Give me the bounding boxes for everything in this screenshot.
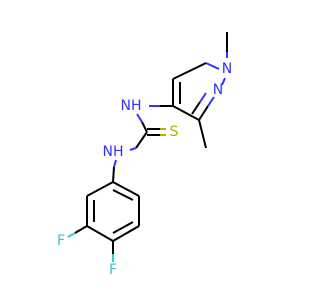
atom-label-nh-upper: NH [121,98,142,114]
bond-n2-n1 [221,77,226,86]
atom-label-f3: F [57,233,65,249]
atom-label-f4: F [109,262,117,278]
bond-nh-ph-c [112,166,115,183]
bond-c-f3-c [74,225,88,234]
atom-label-nh-lower: NH [103,144,124,160]
bond-nh-cs-n [136,113,143,123]
structure-svg: N N NH NH S F F [57,32,232,278]
atom-label-n2: N [213,82,223,98]
bond-n1-c5-c [172,62,207,80]
bond-ph-c6-c1-inner [112,189,134,201]
atom-label-n1: N [222,61,232,77]
bond-n1-c5-n [205,62,220,70]
bond-c3-n2-inner-n [199,92,207,103]
bond-nh-ph-n [113,159,117,168]
atom-label-s: S [170,124,179,140]
bond-cs-nh-n [129,147,137,151]
bond-c3-methyl [198,119,207,149]
bond-ph-c1-c2 [86,181,114,197]
bond-ph-c6-c1 [112,181,140,197]
bond-nh-cs-c [141,121,148,133]
molecule-diagram: N N NH NH S F F [57,32,232,278]
bond-c3-n2-n [207,96,215,107]
bond-c-f3-f [67,232,76,238]
bond-c3-n2-c [198,105,209,121]
bond-c3-n2-inner-c [191,101,201,115]
bond-ph-c4-c5 [112,225,140,242]
bond-cs-nh-c [135,131,148,149]
bond-ph-c4-c5-inner [112,221,134,234]
bond-c4-c3 [172,105,200,121]
bond-ph-c3-c4 [86,225,114,242]
